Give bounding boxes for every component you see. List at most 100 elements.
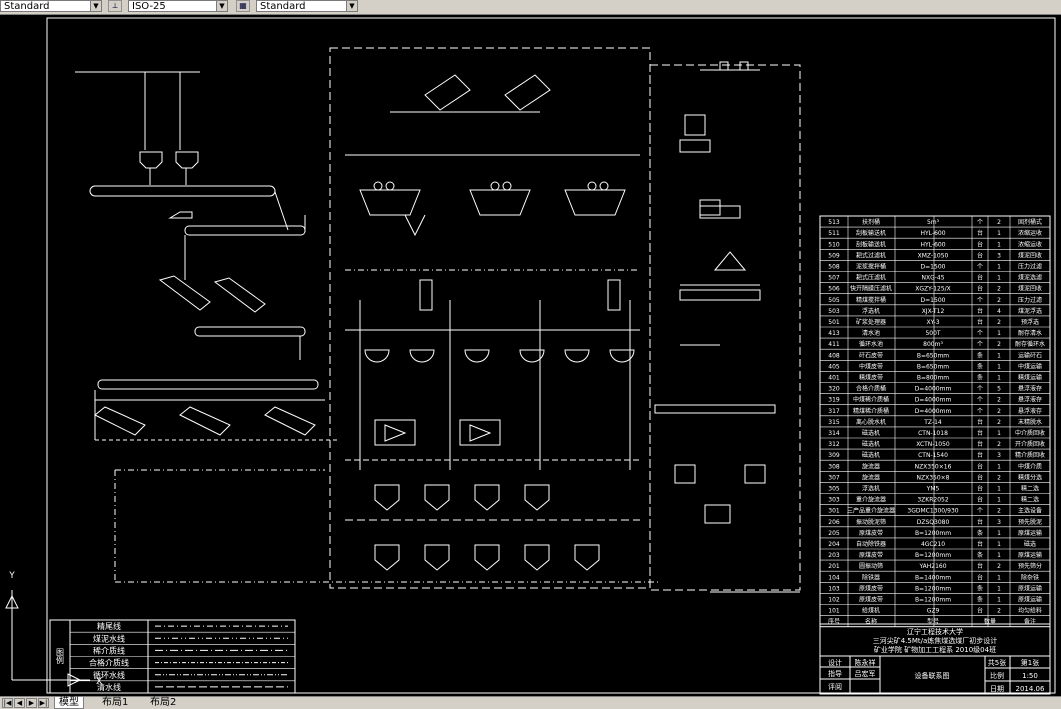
part-quantity: 1 [997, 430, 1001, 437]
header-seq: 序号 [828, 618, 840, 626]
part-quantity: 2 [997, 441, 1001, 448]
part-remark: 原煤运输 [1018, 529, 1042, 537]
part-model: HYL-600 [920, 241, 945, 248]
school-name: 辽宁工程技术大学 [907, 627, 963, 636]
dim-style-dropdown[interactable]: ISO-25 ▼ [128, 0, 228, 12]
parts-table-border [819, 215, 1051, 628]
project-name: 三河尖矿4.5Mt/a炼焦煤选煤厂初步设计 [873, 636, 998, 645]
part-number: 505 [828, 297, 840, 304]
part-name: 除铁器 [862, 573, 880, 581]
drawing-canvas[interactable]: 513扶剂桶5m³个2固剂桶式511刮板输送机HYL-600台1浓缩运收510刮… [0, 14, 1061, 696]
legend-label: 煤泥水线 [93, 633, 125, 643]
part-model: D=1500 [921, 297, 946, 304]
part-quantity: 2 [997, 508, 1001, 515]
part-remark: 精煤运输 [1018, 374, 1042, 382]
part-number: 401 [828, 375, 840, 382]
part-name: 矸石皮带 [859, 351, 883, 359]
part-remark: 浓缩运收 [1018, 240, 1042, 248]
tab-model[interactable]: 模型 [54, 697, 84, 709]
title-block [819, 623, 1051, 695]
part-quantity: 5 [997, 386, 1001, 393]
part-quantity: 1 [997, 230, 1001, 237]
part-unit: 台 [977, 451, 983, 459]
part-number: 411 [828, 341, 840, 348]
legend-label: 清水线 [97, 682, 121, 692]
part-remark: 预先筛分 [1018, 562, 1042, 570]
part-model: GZ9 [927, 608, 940, 615]
part-model: CTN-1018 [918, 430, 948, 437]
part-model: B=650mm [917, 352, 949, 359]
part-remark: 原煤运输 [1018, 596, 1042, 604]
part-quantity: 3 [997, 252, 1001, 259]
part-number: 408 [828, 352, 840, 359]
part-model: 5m³ [927, 219, 940, 226]
part-model: D=4000mm [915, 397, 952, 404]
part-model: B=650mm [917, 363, 949, 370]
part-number: 507 [828, 275, 840, 282]
part-quantity: 1 [997, 552, 1001, 559]
part-quantity: 2 [997, 408, 1001, 415]
part-model: B=1400mm [915, 574, 951, 581]
last-tab-button[interactable]: ▶| [38, 698, 49, 708]
part-remark: 精煤分选 [1018, 473, 1042, 481]
sign-name-1: 陈永祥 [855, 658, 876, 667]
drawing-name: 设备联系图 [915, 671, 950, 680]
tab-layout2[interactable]: 布局2 [150, 697, 177, 708]
legend-label: 稀介质线 [93, 646, 125, 656]
tab-layout1[interactable]: 布局1 [102, 697, 129, 708]
raw-coal-section [75, 71, 660, 583]
part-name: 旋流器 [862, 462, 880, 470]
part-unit: 个 [977, 408, 983, 415]
sheet-number: 第1张 [1021, 658, 1039, 667]
table-style-value: Standard [260, 1, 306, 12]
part-name: 圆振动筛 [859, 562, 883, 570]
dim-style-icon: ⟂ [108, 0, 122, 12]
part-remark: 除杂铁 [1021, 573, 1039, 581]
part-name: 精煤稀介质桶 [853, 407, 889, 415]
part-unit: 个 [977, 264, 983, 271]
part-number: 317 [828, 408, 840, 415]
table-style-dropdown[interactable]: Standard ▼ [256, 0, 358, 12]
legend-title: 图例 [56, 648, 65, 665]
part-model: D=1500 [921, 264, 946, 271]
next-tab-button[interactable]: ▶ [26, 698, 37, 708]
prev-tab-button[interactable]: ◀ [14, 698, 25, 708]
part-unit: 台 [977, 240, 983, 248]
text-style-dropdown[interactable]: Standard ▼ [0, 0, 102, 12]
part-remark: 耐存循环水 [1015, 340, 1045, 348]
part-remark: 固剂桶式 [1018, 218, 1042, 226]
part-unit: 个 [977, 508, 983, 515]
part-unit: 台 [977, 307, 983, 315]
part-remark: 中煤运输 [1018, 362, 1042, 370]
part-model: D=4000mm [915, 408, 952, 415]
part-model: 3ZKR2052 [917, 497, 948, 504]
part-quantity: 1 [997, 574, 1001, 581]
part-model: YAH2160 [918, 563, 946, 570]
part-unit: 台 [977, 485, 983, 493]
first-tab-button[interactable]: |◀ [2, 698, 13, 708]
legend-label: 合格介质线 [89, 658, 129, 668]
part-quantity: 1 [997, 363, 1001, 370]
part-number: 501 [828, 319, 840, 326]
part-model: NXG-45 [921, 275, 944, 282]
part-number: 511 [828, 230, 840, 237]
part-name: 磁选机 [862, 429, 880, 437]
part-remark: 浓缩运收 [1018, 229, 1042, 237]
part-quantity: 2 [997, 608, 1001, 615]
part-number: 508 [828, 264, 840, 271]
part-number: 312 [828, 441, 840, 448]
part-remark: 磁选 [1024, 540, 1036, 548]
part-unit: 台 [977, 429, 983, 437]
part-name: 中煤稀介质桶 [853, 396, 889, 404]
part-number: 205 [828, 530, 840, 537]
dense-medium-section [329, 47, 651, 589]
part-remark: 煤泥回收 [1018, 285, 1042, 293]
part-unit: 台 [977, 285, 983, 293]
part-model: 500T [925, 330, 940, 337]
part-quantity: 3 [997, 519, 1001, 526]
title-block-text: 辽宁工程技术大学 三河尖矿4.5Mt/a炼焦煤选煤厂初步设计 矿业学院 矿物加工… [828, 627, 1045, 693]
part-remark: 预浮选 [1021, 318, 1039, 326]
part-remark: 压力过滤 [1018, 263, 1042, 271]
part-unit: 台 [977, 229, 983, 237]
